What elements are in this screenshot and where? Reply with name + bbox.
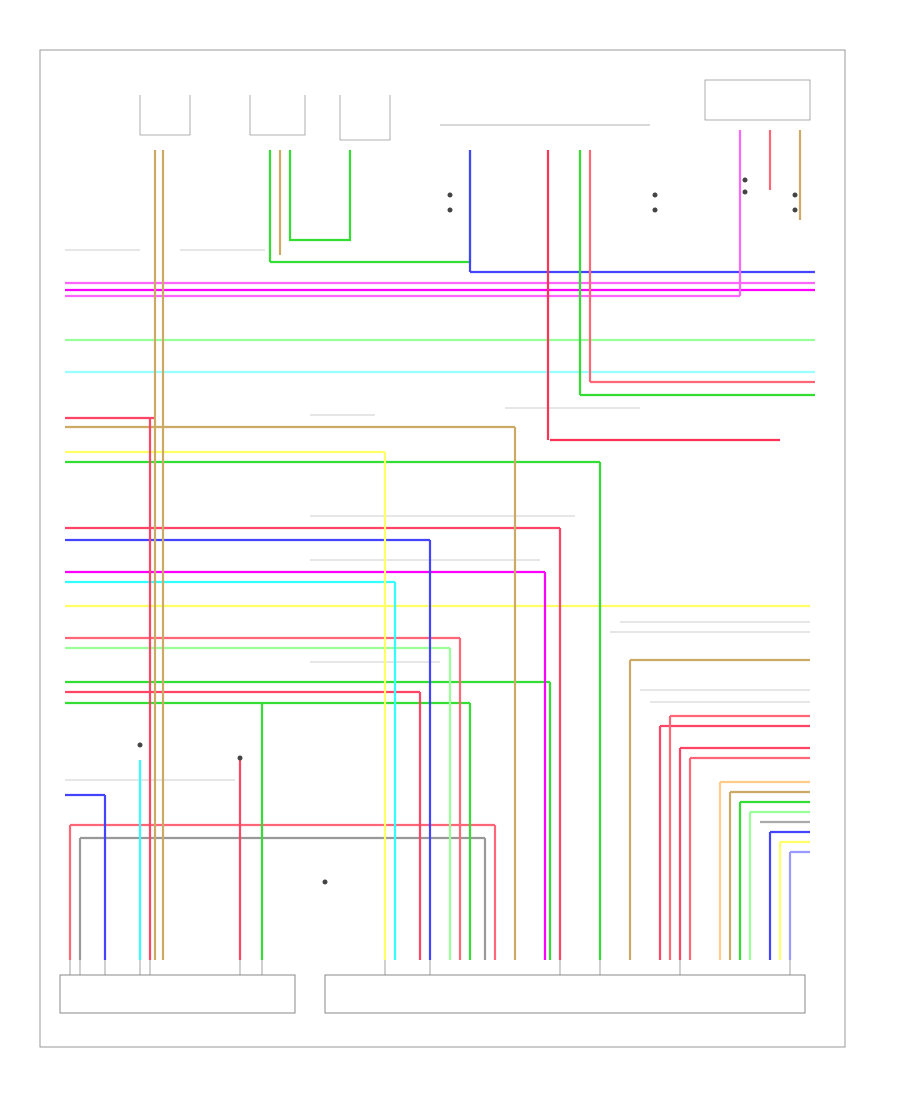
horizontal-wires <box>65 270 815 854</box>
thin-wires <box>65 249 810 781</box>
ecu-right-box <box>324 974 806 1014</box>
diagram-frame <box>39 49 846 1048</box>
top-connectors <box>139 79 811 141</box>
ecu-pins <box>69 960 791 975</box>
ecu-left-box <box>59 974 296 1014</box>
ground-symbols <box>137 177 798 885</box>
vertical-wires <box>68 130 802 960</box>
